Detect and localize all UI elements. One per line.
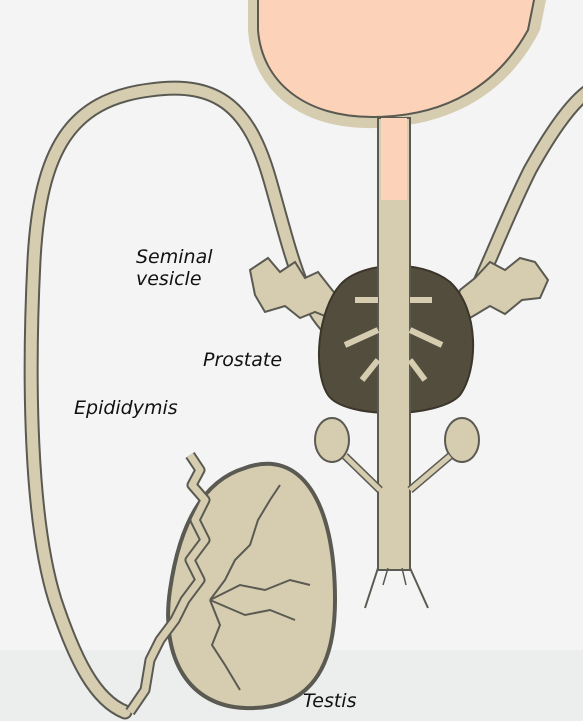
testis-label: Testis (303, 690, 356, 712)
seminal-vesicle-label-line1: Seminal (136, 246, 213, 268)
epididymis-label: Epididymis (74, 397, 178, 419)
prostate-label: Prostate (203, 349, 282, 371)
seminal-vesicle-right (455, 258, 548, 318)
seminal-vesicle-label-line2: vesicle (136, 268, 213, 290)
seminal-vesicle-label: Seminal vesicle (136, 246, 213, 290)
bladder (248, 0, 548, 128)
